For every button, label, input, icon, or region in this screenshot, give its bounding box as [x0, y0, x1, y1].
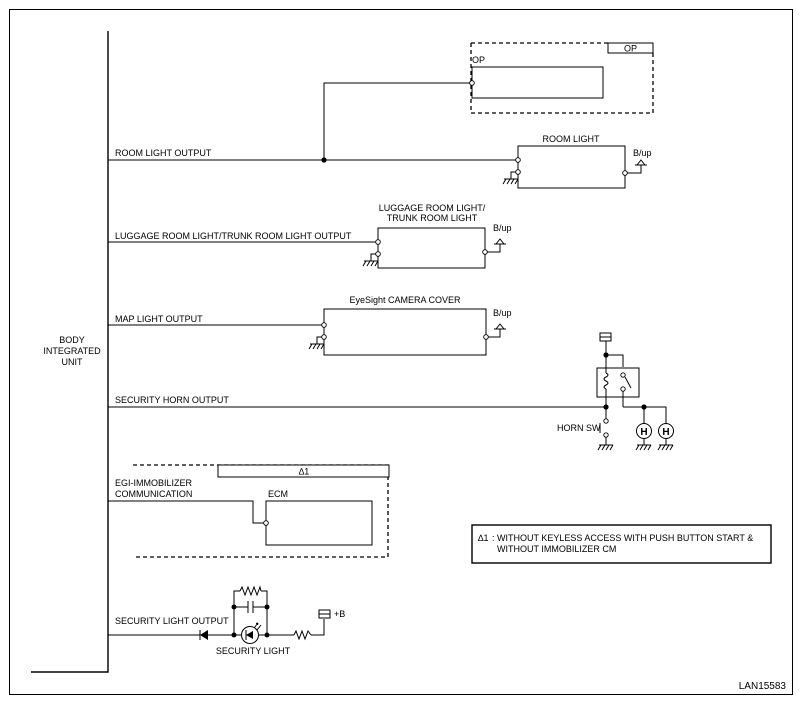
horn-2-symbol: H	[662, 427, 669, 438]
security-light-output-label: SECURITY LIGHT OUTPUT	[115, 616, 229, 626]
body-integrated-unit: BODY INTEGRATED UNIT	[31, 31, 109, 673]
egi-note-tag-label: ∆1	[299, 467, 310, 477]
room-light-output-label: ROOM LIGHT OUTPUT	[115, 148, 212, 158]
luggage-light-label-2: TRUNK ROOM LIGHT	[387, 213, 478, 223]
horn-switch-ground	[597, 444, 614, 451]
luggage-light-component	[377, 227, 486, 269]
ecm-component	[265, 500, 373, 546]
egi-label-2: COMMUNICATION	[115, 489, 192, 499]
op-tag: OP	[624, 44, 637, 54]
horn-1-symbol: H	[640, 427, 647, 438]
room-light-ground	[502, 178, 519, 185]
op-option-block: OP OP	[323, 42, 654, 160]
egi-immobilizer-circuit: ∆1 EGI-IMMOBILIZER COMMUNICATION ECM	[108, 464, 390, 558]
security-light-resistor-top-icon	[239, 585, 262, 597]
security-light-capacitor-icon	[234, 601, 267, 613]
eyesight-camera-cover-component	[323, 308, 487, 356]
map-light-circuit: MAP LIGHT OUTPUT EyeSight CAMERA COVER B…	[108, 295, 512, 356]
ecm-label: ECM	[268, 489, 288, 499]
diagram-id: LAN15583	[739, 681, 787, 692]
room-light-supply-label: B/up	[633, 148, 652, 158]
luggage-light-output-label: LUGGAGE ROOM LIGHT/TRUNK ROOM LIGHT OUTP…	[115, 231, 352, 241]
luggage-light-circuit: LUGGAGE ROOM LIGHT/TRUNK ROOM LIGHT OUTP…	[108, 203, 512, 269]
security-light-resistor-bottom-icon	[293, 629, 312, 641]
horn-switch-label: HORN SW	[557, 423, 601, 433]
security-light-label: SECURITY LIGHT	[216, 646, 291, 656]
egi-label-1: EGI-IMMOBILIZER	[115, 478, 193, 488]
diagram-frame	[9, 9, 793, 695]
note-mark: ∆1	[478, 533, 489, 543]
horn-relay-coil-icon	[603, 372, 609, 390]
body-unit-label-1: BODY	[59, 335, 85, 345]
security-horn-output-label: SECURITY HORN OUTPUT	[115, 395, 229, 405]
security-horn-circuit: SECURITY HORN OUTPUT HORN SW	[108, 332, 674, 451]
egi-note-tag	[217, 464, 390, 478]
body-unit-label-3: UNIT	[62, 357, 83, 367]
room-light-backup-terminal	[635, 159, 647, 166]
op-terminal-label: OP	[472, 55, 485, 65]
eyesight-camera-cover-label: EyeSight CAMERA COVER	[349, 295, 461, 305]
map-light-ground	[308, 343, 325, 350]
security-light-circuit: SECURITY LIGHT OUTPUT	[108, 585, 345, 656]
body-unit-label-2: INTEGRATED	[43, 346, 101, 356]
note-line-2: WITHOUT IMMOBILIZER CM	[497, 544, 616, 554]
security-light-led-icon	[241, 622, 262, 644]
security-light-supply-label: +B	[334, 609, 345, 619]
op-component	[471, 66, 604, 99]
horn-ground-2	[657, 444, 674, 451]
room-light-component	[517, 145, 626, 189]
horn-fuse-icon	[599, 332, 612, 342]
room-light-junction	[321, 157, 327, 163]
room-light-circuit: ROOM LIGHT OUTPUT ROOM LIGHT B/up	[108, 134, 652, 189]
map-light-output-label: MAP LIGHT OUTPUT	[115, 314, 203, 324]
luggage-light-ground	[362, 260, 379, 267]
note-line-1: : WITHOUT KEYLESS ACCESS WITH PUSH BUTTO…	[492, 533, 753, 543]
horn-switch-icon	[599, 418, 609, 438]
luggage-light-label-1: LUGGAGE ROOM LIGHT/	[379, 203, 486, 213]
luggage-light-supply-label: B/up	[493, 223, 512, 233]
horn-ground-1	[635, 444, 652, 451]
map-light-backup-terminal	[494, 323, 506, 330]
note-box: ∆1 : WITHOUT KEYLESS ACCESS WITH PUSH BU…	[471, 524, 772, 564]
security-light-diode-icon	[199, 630, 208, 640]
security-light-fuse-icon	[318, 609, 331, 619]
room-light-label: ROOM LIGHT	[542, 134, 600, 144]
horn-relay	[596, 367, 640, 398]
luggage-light-backup-terminal	[494, 238, 506, 245]
map-light-supply-label: B/up	[493, 308, 512, 318]
